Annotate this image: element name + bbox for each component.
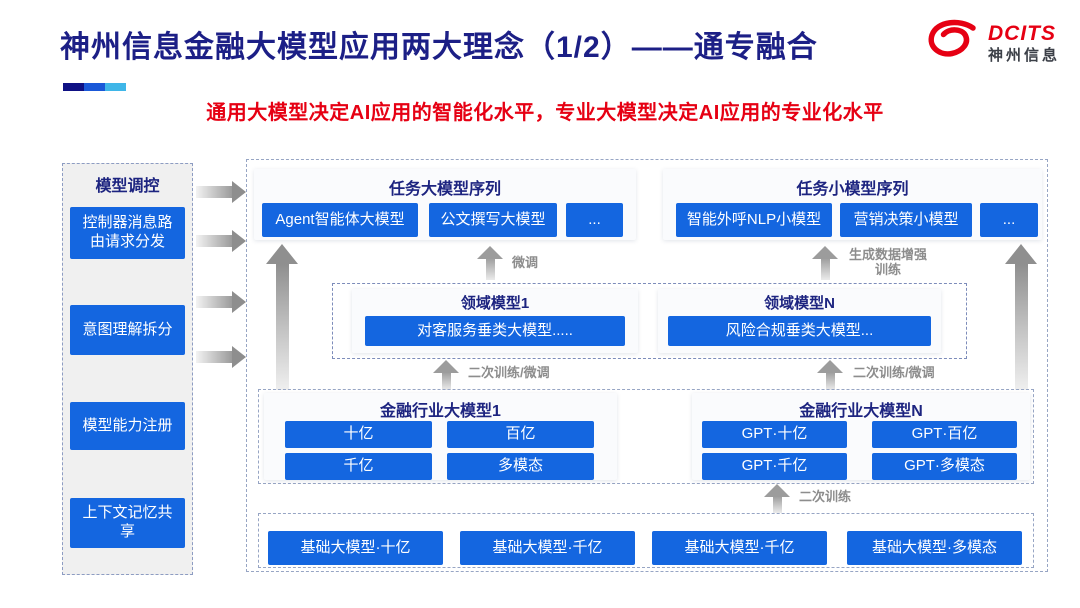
base-models-frame: [258, 513, 1034, 568]
gpt-ten-billion-box: GPT·百亿: [872, 421, 1017, 448]
second-training-finetune-right-label: 二次训练/微调: [853, 365, 935, 380]
base-model-billion-box: 基础大模型·十亿: [268, 531, 443, 565]
dcits-swirl-icon: [924, 18, 982, 69]
finetune-label: 微调: [512, 255, 539, 270]
customer-service-model-box: 对客服务垂类大模型.....: [365, 316, 625, 346]
up-arrow-second-training-icon: [764, 484, 790, 513]
right-arrow-icon: [196, 291, 246, 313]
slide-subtitle: 通用大模型决定AI应用的智能化水平，专业大模型决定AI应用的专业化水平: [206, 102, 884, 124]
industry-model-1-header: 金融行业大模型1: [380, 403, 501, 420]
task-small-header: 任务小模型序列: [796, 181, 909, 198]
up-arrow-second-left-icon: [433, 360, 459, 390]
sidebar-item-router: 控制器消息路由请求分发: [70, 207, 185, 259]
up-arrow-tall-left-icon: [266, 244, 298, 390]
accent-segment-dark: [63, 83, 84, 91]
writing-large-model-box: 公文撰写大模型: [429, 203, 557, 237]
logo-brand-text: DCITS: [988, 22, 1056, 46]
marketing-small-model-box: 营销决策小模型: [840, 203, 972, 237]
ten-billion-box: 百亿: [447, 421, 594, 448]
multimodal-box: 多模态: [447, 453, 594, 480]
base-model-hundred-b-2-box: 基础大模型·千亿: [652, 531, 827, 565]
up-arrow-gendata-icon: [812, 246, 838, 280]
domain-models-frame: [332, 283, 967, 359]
billion-box: 十亿: [285, 421, 432, 448]
page-title: 神州信息金融大模型应用两大理念（1/2）——通专融合: [60, 31, 818, 64]
risk-compliance-model-box: 风险合规垂类大模型...: [668, 316, 931, 346]
second-training-label: 二次训练: [799, 489, 852, 504]
logo-company-text: 神州信息: [988, 47, 1061, 65]
sidebar-item-register: 模型能力注册: [70, 402, 185, 450]
title-accent-bar: [63, 83, 126, 91]
accent-segment-blue: [84, 83, 105, 91]
base-model-multimodal-box: 基础大模型·多模态: [847, 531, 1022, 565]
gpt-multimodal-box: GPT·多模态: [872, 453, 1017, 480]
industry-model-n-header: 金融行业大模型N: [799, 403, 923, 420]
dcits-logo: DCITS 神州信息: [924, 18, 1060, 69]
domain-model-1-header: 领域模型1: [460, 295, 530, 312]
gen-data-training-label: 生成数据增强训练: [848, 247, 927, 277]
right-arrow-icon: [196, 346, 246, 368]
industry-models-frame: [258, 389, 1034, 484]
model-control-sidebar: 模型调控 控制器消息路由请求分发 意图理解拆分 模型能力注册 上下文记忆共享: [62, 163, 193, 575]
hundred-billion-box: 千亿: [285, 453, 432, 480]
sidebar-item-intent: 意图理解拆分: [70, 305, 185, 355]
right-arrow-icon: [196, 230, 246, 252]
accent-segment-cyan: [105, 83, 126, 91]
right-arrow-icon: [196, 181, 246, 203]
base-model-hundred-b-box: 基础大模型·千亿: [460, 531, 635, 565]
gpt-hundred-billion-box: GPT·千亿: [702, 453, 847, 480]
more-large-models-box: ...: [566, 203, 623, 237]
main-diagram-frame: [246, 159, 1048, 572]
up-arrow-second-right-icon: [817, 360, 843, 390]
second-training-finetune-left-label: 二次训练/微调: [468, 365, 550, 380]
more-small-models-box: ...: [980, 203, 1038, 237]
sidebar-header: 模型调控: [95, 178, 160, 195]
gpt-billion-box: GPT·十亿: [702, 421, 847, 448]
domain-model-n-header: 领域模型N: [764, 295, 835, 312]
up-arrow-finetune-icon: [477, 246, 503, 280]
task-large-header: 任务大模型序列: [388, 181, 501, 198]
nlp-small-model-box: 智能外呼NLP小模型: [676, 203, 832, 237]
up-arrow-tall-right-icon: [1005, 244, 1037, 390]
agent-large-model-box: Agent智能体大模型: [262, 203, 418, 237]
sidebar-item-context: 上下文记忆共享: [70, 498, 185, 548]
